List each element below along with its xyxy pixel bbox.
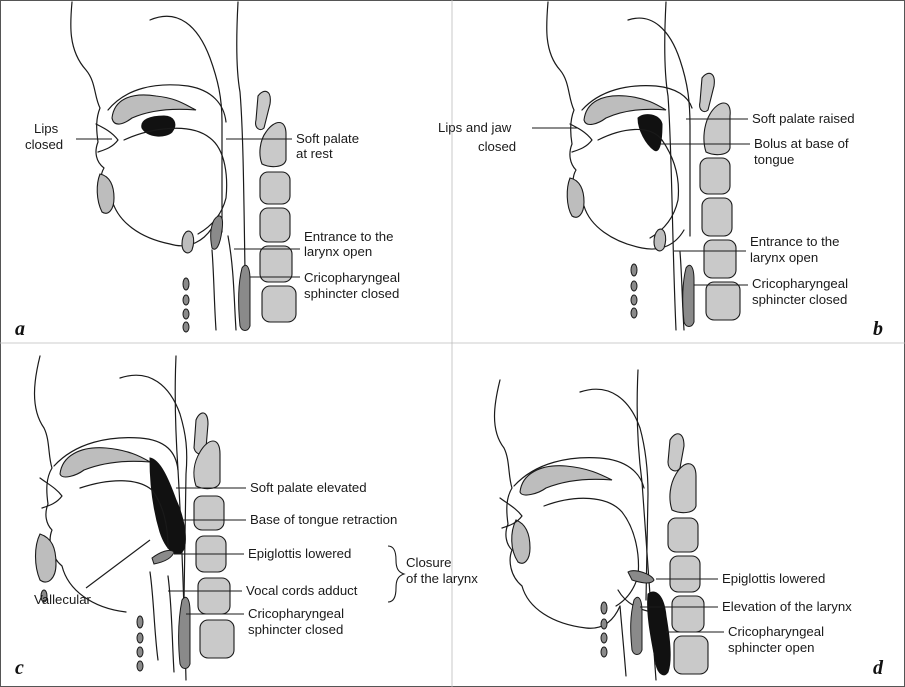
panel-d: Epiglottis lowered Elevation of the lary…: [495, 370, 885, 680]
panel-letter-d: d: [873, 657, 884, 679]
closure-brace: [388, 546, 404, 602]
label-crico-b-line2: sphincter closed: [752, 292, 847, 307]
label-soft-palate-c: Soft palate elevated: [250, 480, 367, 495]
label-closure-line1: Closure: [406, 555, 451, 570]
panel-letter-a: a: [15, 318, 25, 340]
label-crico-d-line1: Cricopharyngeal: [728, 624, 824, 639]
label-epiglottis-c: Epiglottis lowered: [248, 546, 351, 561]
label-crico-a-line1: Cricopharyngeal: [304, 270, 400, 285]
panel-a: Lips closed Soft palate at rest Entrance…: [15, 2, 400, 340]
label-epiglottis-d: Epiglottis lowered: [722, 571, 825, 586]
label-crico-b-line1: Cricopharyngeal: [752, 276, 848, 291]
panel-c: Soft palate elevated Base of tongue retr…: [15, 356, 478, 680]
panel-b: Lips and jaw closed Soft palate raised B…: [438, 2, 883, 340]
label-lips-a-line2: closed: [25, 137, 63, 152]
label-elevation-d: Elevation of the larynx: [722, 599, 852, 614]
label-lips-b-line1: Lips and jaw: [438, 120, 512, 135]
label-lips-a-line1: Lips: [34, 121, 59, 136]
label-lips-b-line2: closed: [478, 139, 516, 154]
label-crico-d-line2: sphincter open: [728, 640, 815, 655]
label-vocal-c: Vocal cords adduct: [246, 583, 358, 598]
head-illustration-b: [547, 2, 740, 330]
panel-letter-b: b: [873, 318, 883, 340]
label-closure-line2: of the larynx: [406, 571, 478, 586]
label-soft-palate-a-line1: Soft palate: [296, 131, 359, 146]
label-larynx-b-line1: Entrance to the: [750, 234, 839, 249]
label-vallecular: Vallecular: [34, 592, 92, 607]
label-bolus-b-line1: Bolus at base of: [754, 136, 849, 151]
label-larynx-b-line2: larynx open: [750, 250, 818, 265]
label-crico-a-line2: sphincter closed: [304, 286, 399, 301]
label-bolus-b-line2: tongue: [754, 152, 794, 167]
leader-vallecular-c: [86, 540, 150, 588]
label-soft-palate-b: Soft palate raised: [752, 111, 855, 126]
head-illustration-d: [495, 370, 709, 680]
label-soft-palate-a-line2: at rest: [296, 146, 333, 161]
head-illustration-a: [71, 2, 296, 332]
label-crico-c-line1: Cricopharyngeal: [248, 606, 344, 621]
panel-letter-c: c: [15, 657, 24, 679]
label-tongue-c: Base of tongue retraction: [250, 512, 397, 527]
head-illustration-c: [35, 356, 235, 680]
label-larynx-a-line2: larynx open: [304, 244, 372, 259]
label-crico-c-line2: sphincter closed: [248, 622, 343, 637]
label-larynx-a-line1: Entrance to the: [304, 229, 393, 244]
